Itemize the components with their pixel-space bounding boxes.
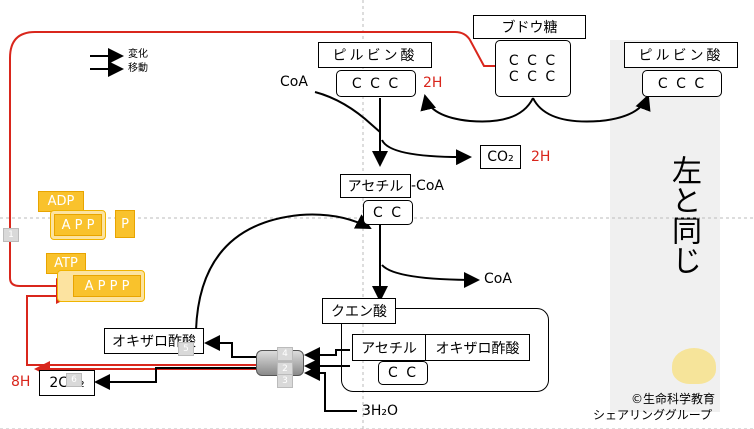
slide-number-3: 3 (277, 374, 293, 388)
acetyl-coa-box: アセチル (340, 174, 411, 198)
same-as-left-label: 左と同じ (666, 155, 701, 275)
credit-line2: シェアリンググループ (593, 408, 713, 422)
acetyl-coa-molecule: C C (363, 200, 413, 225)
legend-move-label: 移動 (128, 63, 148, 74)
co2-top-2h: 2H (531, 149, 551, 165)
atp-title: ATP (46, 253, 86, 274)
legend-change-label: 変化 (128, 49, 148, 60)
citric-acid-acetyl: アセチル (352, 334, 426, 361)
citric-acid-title: クエン酸 (322, 298, 396, 324)
glucose-molecule: C C C C C C (495, 40, 571, 97)
chick-illustration (672, 348, 716, 384)
citric-acid-oxaloacetate: オキザロ酢酸 (425, 334, 530, 361)
slide-number-5: 5 (178, 342, 194, 356)
pyruvate-right-molecule: C C C (642, 70, 722, 97)
citric-acid-molecule: C C (378, 361, 428, 385)
atp-molecule: A P P P (73, 275, 141, 297)
acetyl-coa-suffix: -CoA (411, 178, 444, 194)
pyruvate-right-title: ピルビン酸 (624, 42, 738, 68)
water-label: 3H₂O (362, 403, 399, 419)
pyruvate-left-title: ピルビン酸 (318, 42, 432, 68)
coa-out-label: CoA (484, 271, 512, 287)
slide-number-4: 4 (277, 347, 293, 361)
coa-in-label: CoA (280, 74, 308, 90)
glucose-title: ブドウ糖 (473, 15, 586, 39)
co2-top-box: CO₂ (480, 145, 521, 169)
glucose-atoms-top: C C C (508, 52, 558, 69)
citric-acid-frame (341, 308, 549, 392)
pyruvate-left-molecule: C C C (336, 70, 416, 97)
slide-number-1: 1 (3, 228, 19, 242)
adp-title: ADP (38, 191, 84, 212)
slide-number-6: 6 (66, 373, 82, 387)
adp-molecule: A P P (54, 214, 102, 236)
credit-line1: ©生命科学教育 (631, 392, 716, 406)
glucose-atoms-bottom: C C C (508, 68, 558, 85)
co2-bottom-8h: 8H (11, 374, 31, 390)
pyruvate-left-2h: 2H (423, 75, 443, 91)
phosphate-box: P (115, 210, 135, 238)
